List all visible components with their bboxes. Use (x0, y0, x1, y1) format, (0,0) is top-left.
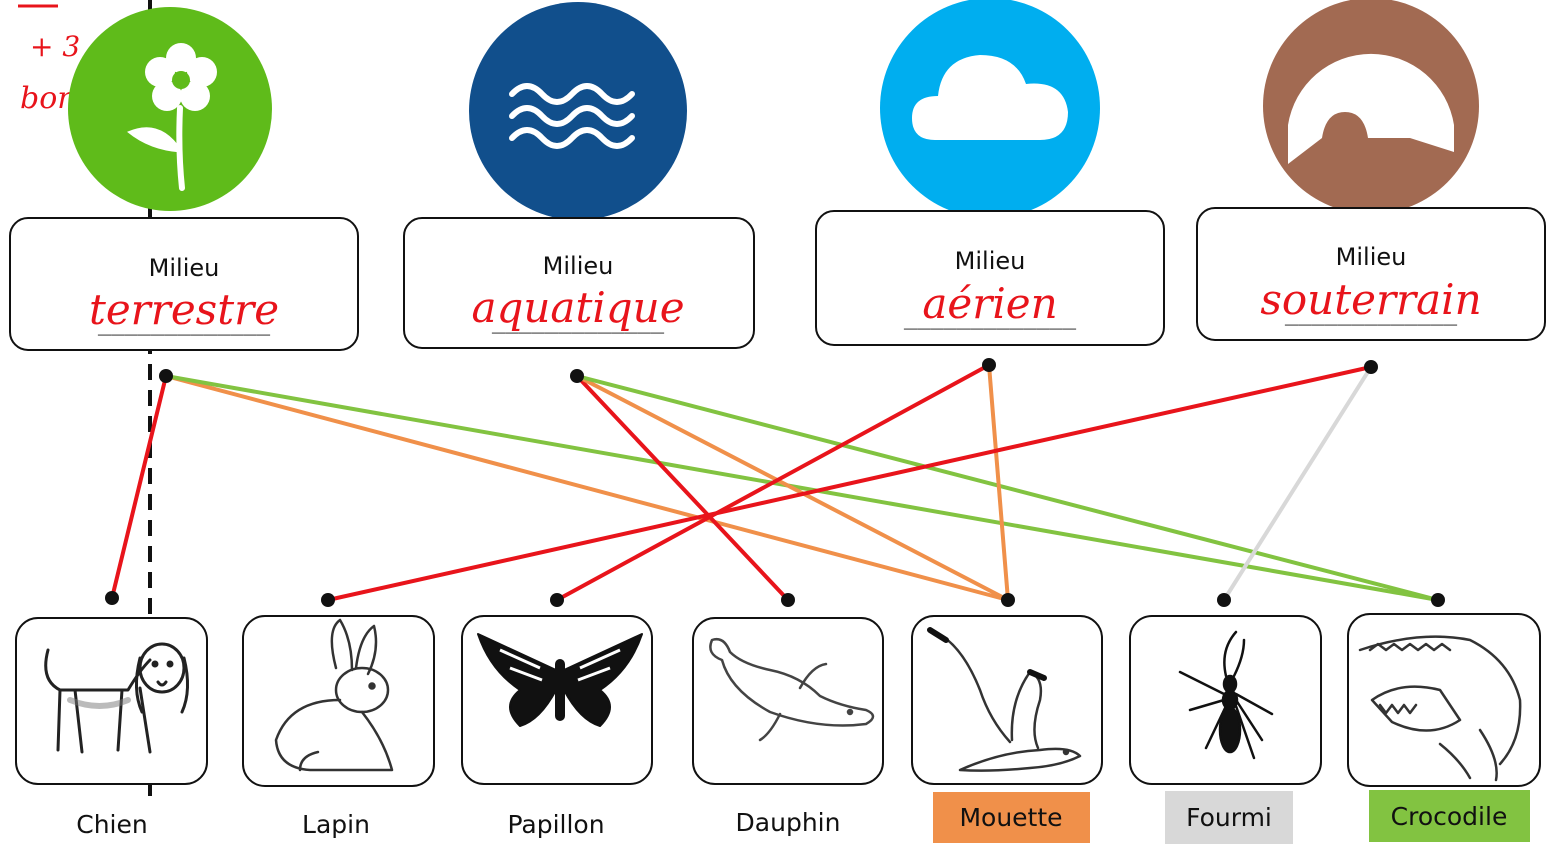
dot-aquatique[interactable] (570, 369, 584, 383)
seagull-icon (927, 627, 1082, 772)
link-terrestre-crocodile (164, 374, 1440, 602)
link-aquatique-mouette (575, 374, 1010, 602)
dot-chien[interactable] (105, 591, 119, 605)
animal-card-fourmi: Fourmi (1129, 615, 1322, 844)
animal-name: Dauphin (736, 808, 841, 837)
habitat-answer: souterrain (1260, 275, 1481, 324)
link-terrestre-chien (110, 374, 168, 600)
animal-card-frame (911, 615, 1103, 785)
habitat-card-terrestre: Milieu _____________ terrestre (9, 217, 359, 351)
habitat-dots (159, 358, 1378, 383)
answer-blank: _____________ (98, 311, 271, 336)
animal-card-chien: Chien (15, 617, 208, 839)
link-souterrain-fourmi (1222, 365, 1373, 602)
habitat-answer: aquatique (471, 283, 684, 332)
link-aquatique-crocodile (575, 374, 1440, 602)
connection-lines (110, 363, 1440, 602)
animal-card-crocodile: Crocodile (1347, 613, 1541, 842)
habitat-icon-terrestre (68, 7, 272, 211)
waves-icon (509, 83, 635, 149)
dot-fourmi[interactable] (1217, 593, 1231, 607)
grade-mark: + 3 (30, 30, 80, 63)
answer-blank: _____________ (904, 305, 1077, 330)
animal-name: Chien (76, 810, 147, 839)
habitat-icon-aquatique (469, 2, 687, 220)
animal-name: Crocodile (1391, 802, 1508, 831)
habitat-label: Milieu (1336, 243, 1407, 271)
animal-card-frame (692, 617, 884, 785)
habitat-answer: terrestre (89, 285, 279, 334)
link-terrestre-mouette (164, 374, 1010, 602)
habitat-answer: aérien (922, 279, 1057, 328)
cloud-icon (912, 55, 1068, 140)
animal-card-frame (15, 617, 208, 785)
link-aerien-mouette (987, 363, 1010, 602)
animal-dots (105, 591, 1445, 607)
dot-terrestre[interactable] (159, 369, 173, 383)
habitat-label: Milieu (955, 247, 1026, 275)
animal-name: Lapin (302, 810, 370, 839)
dot-papillon[interactable] (550, 593, 564, 607)
habitat-label: Milieu (543, 252, 614, 280)
burrow-icon (1288, 53, 1454, 164)
link-souterrain-lapin (326, 365, 1373, 602)
animal-card-lapin: Lapin (242, 615, 435, 839)
animal-card-papillon: Papillon (461, 615, 653, 839)
animal-name: Fourmi (1186, 803, 1272, 832)
highlight-crocodile (1369, 790, 1530, 842)
dot-aerien[interactable] (982, 358, 996, 372)
link-aerien-papillon (555, 363, 991, 602)
link-aquatique-dauphin (575, 374, 790, 602)
animal-card-mouette: Mouette (911, 615, 1103, 843)
habitat-card-frame (1196, 207, 1546, 341)
dolphin-icon (709, 638, 875, 742)
flower-icon (127, 43, 217, 191)
highlight-mouette (933, 792, 1090, 843)
habitat-card-frame (403, 217, 755, 349)
habitat-icon-souterrain (1263, 0, 1479, 214)
dot-mouette[interactable] (1001, 593, 1015, 607)
answer-blank: _____________ (492, 309, 665, 334)
animal-card-dauphin: Dauphin (692, 617, 884, 837)
crocodile-icon (1358, 635, 1522, 782)
habitat-card-souterrain: Milieu _____________ souterrain (1196, 207, 1546, 341)
habitat-card-aerien: Milieu _____________ aérien (815, 210, 1165, 346)
animal-name: Papillon (507, 810, 604, 839)
highlight-fourmi (1165, 791, 1293, 844)
habitat-card-frame (815, 210, 1165, 346)
dot-lapin[interactable] (321, 593, 335, 607)
dot-dauphin[interactable] (781, 593, 795, 607)
animal-name: Mouette (959, 803, 1062, 832)
habitat-icon-aerien (880, 0, 1100, 218)
dot-crocodile[interactable] (1431, 593, 1445, 607)
habitat-card-frame (9, 217, 359, 351)
dot-souterrain[interactable] (1364, 360, 1378, 374)
rabbit-icon (274, 618, 394, 772)
dog-icon (44, 642, 189, 754)
habitat-label: Milieu (149, 254, 220, 282)
ant-icon (1178, 630, 1274, 760)
habitat-card-aquatique: Milieu _____________ aquatique (403, 217, 755, 349)
animal-card-frame (1347, 613, 1541, 787)
answer-blank: _____________ (1285, 301, 1458, 326)
butterfly-icon (477, 633, 643, 727)
